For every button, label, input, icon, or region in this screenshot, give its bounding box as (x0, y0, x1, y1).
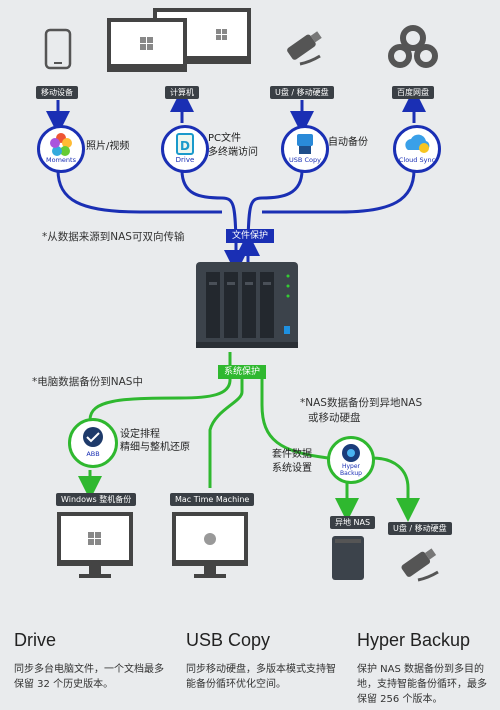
drive-name: Drive (175, 156, 195, 164)
system-protection-note-pc: *电脑数据备份到NAS中 (32, 376, 143, 388)
abb-icon (83, 427, 103, 447)
nas-device-icon (196, 262, 298, 348)
abb-desc-1: 设定排程 (120, 429, 160, 440)
feature-title: USB Copy (186, 630, 271, 650)
device-windows (55, 510, 135, 582)
svg-text:D: D (180, 139, 190, 153)
hyper-backup-desc-2: 系统设置 (272, 463, 312, 474)
moments-icon (50, 133, 72, 156)
device-label-windows: Windows 整机备份 (56, 493, 137, 506)
moments-app: Moments (37, 125, 85, 173)
abb-desc-2: 精细与整机还原 (120, 442, 190, 453)
smartphone-icon (44, 28, 72, 70)
device-usb-bottom (396, 542, 440, 582)
usb-copy-app: USB Copy (281, 125, 329, 173)
device-remote-nas (331, 535, 365, 581)
file-protection-label: 文件保护 (226, 229, 275, 243)
device-label-usb: U盘 / 移动硬盘 (270, 86, 334, 99)
cloud-sync-name: Cloud Sync (398, 156, 436, 164)
blue-lines (46, 88, 426, 274)
device-baidu (388, 24, 438, 70)
usb-copy-icon (297, 134, 313, 154)
hyper-backup-desc-1: 套件数据 (272, 449, 312, 460)
drive-desc-1: PC文件 (208, 133, 242, 144)
device-usb (280, 26, 324, 66)
device-mobile (40, 28, 76, 88)
device-computer (105, 6, 255, 76)
drive-app: D Drive (161, 125, 209, 173)
usb-copy-desc: 自动备份 (328, 137, 368, 148)
feature-title: Drive (14, 630, 57, 650)
hyper-backup-name-1: Hyper (341, 463, 361, 470)
moments-desc: 照片/视频 (86, 141, 130, 152)
file-protection-note: *从数据来源到NAS可双向传输 (42, 231, 185, 243)
mac-monitor-icon (172, 512, 248, 578)
hyper-backup-icon (342, 444, 360, 462)
windows-monitor-icon (57, 512, 133, 578)
hyper-backup-name-2: Backup (340, 470, 362, 477)
moments-name: Moments (46, 156, 76, 164)
hyper-backup-app: Hyper Backup (327, 436, 375, 484)
remote-nas-icon (332, 536, 364, 580)
cloud-sync-app: Cloud Sync (393, 125, 441, 173)
device-label-computer: 计算机 (165, 86, 199, 99)
feature-desc: 同步多台电脑文件，一个文档最多保留 32 个历史版本。 (14, 664, 164, 690)
system-protection-label: 系统保护 (218, 365, 267, 379)
drive-icon: D (176, 133, 194, 155)
baidu-cloud-icon (388, 25, 438, 68)
nas-device (196, 262, 298, 350)
device-label-baidu: 百度网盘 (392, 86, 434, 99)
abb-app: ABB (68, 418, 118, 468)
feature-title: Hyper Backup (357, 630, 471, 650)
usb-drive-icon (287, 31, 322, 66)
device-label-remote-nas: 异地 NAS (330, 516, 376, 529)
system-protection-note-nas-1: *NAS数据备份到异地NAS (300, 397, 423, 409)
device-mac (170, 510, 250, 582)
feature-desc: 保护 NAS 数据备份到多目的地，支持智能备份循环，最多保留 256 个版本。 (357, 664, 487, 705)
device-label-mobile: 移动设备 (36, 86, 78, 99)
abb-name: ABB (86, 450, 100, 458)
usb-drive-icon (401, 548, 439, 582)
cloud-sync-icon (405, 134, 430, 153)
drive-desc-2: 多终端访问 (208, 147, 258, 158)
device-label-usb-bottom: U盘 / 移动硬盘 (388, 522, 452, 535)
green-lines (78, 352, 420, 522)
feature-desc: 同步移动硬盘，多版本模式支持智能备份循环优化空间。 (186, 664, 336, 690)
computer-monitors-icon (107, 8, 251, 72)
system-protection-note-nas-2: 或移动硬盘 (308, 412, 361, 424)
device-label-mac: Mac Time Machine (170, 493, 255, 506)
usb-copy-name: USB Copy (289, 156, 321, 164)
